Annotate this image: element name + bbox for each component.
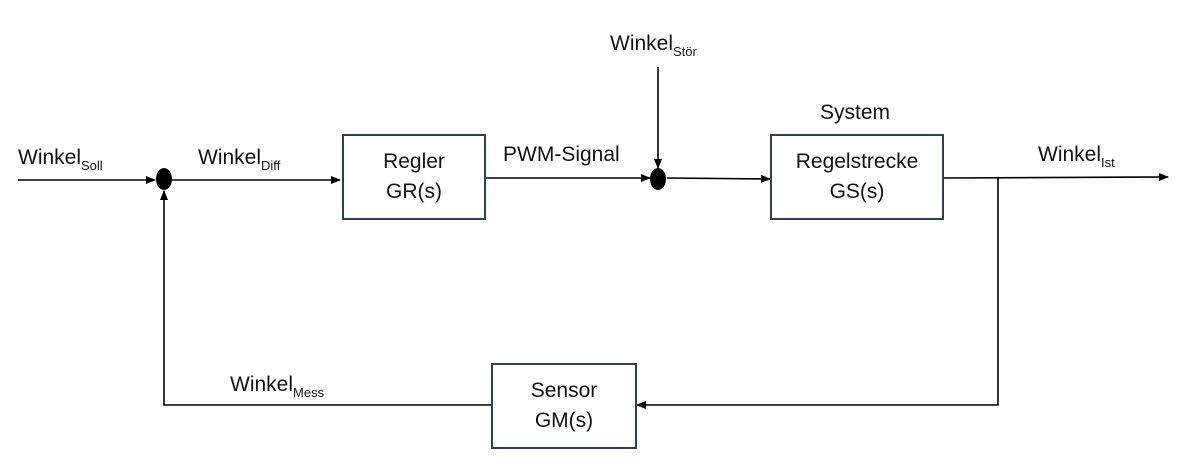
regler-block: Regler GR(s)	[342, 134, 486, 220]
regelstrecke-block: Regelstrecke GS(s)	[770, 134, 944, 220]
feedback-path	[636, 178, 999, 409]
system-label: System	[820, 101, 891, 124]
plant-input-arrow	[666, 174, 771, 183]
mess-path	[160, 190, 491, 406]
sensor-tf: GM(s)	[534, 409, 594, 432]
label-pwm: PWM-Signal	[503, 143, 620, 166]
summing-junction-2	[650, 168, 666, 190]
label-stoer: WinkelStör	[610, 32, 697, 59]
regelstrecke-name: Regelstrecke	[795, 150, 919, 173]
regelstrecke-tf: GS(s)	[829, 180, 885, 203]
summing-junction-1	[156, 168, 172, 190]
regler-name: Regler	[383, 150, 445, 173]
ist-arrow	[943, 173, 1169, 182]
sensor-name: Sensor	[530, 379, 598, 402]
label-soll: WinkelSoll	[18, 146, 103, 173]
label-ist: WinkelIst	[1038, 143, 1115, 170]
sensor-block: Sensor GM(s)	[491, 363, 637, 449]
label-diff: WinkelDiff	[198, 146, 281, 173]
regler-tf: GR(s)	[386, 180, 442, 203]
label-mess: WinkelMess	[230, 373, 325, 400]
